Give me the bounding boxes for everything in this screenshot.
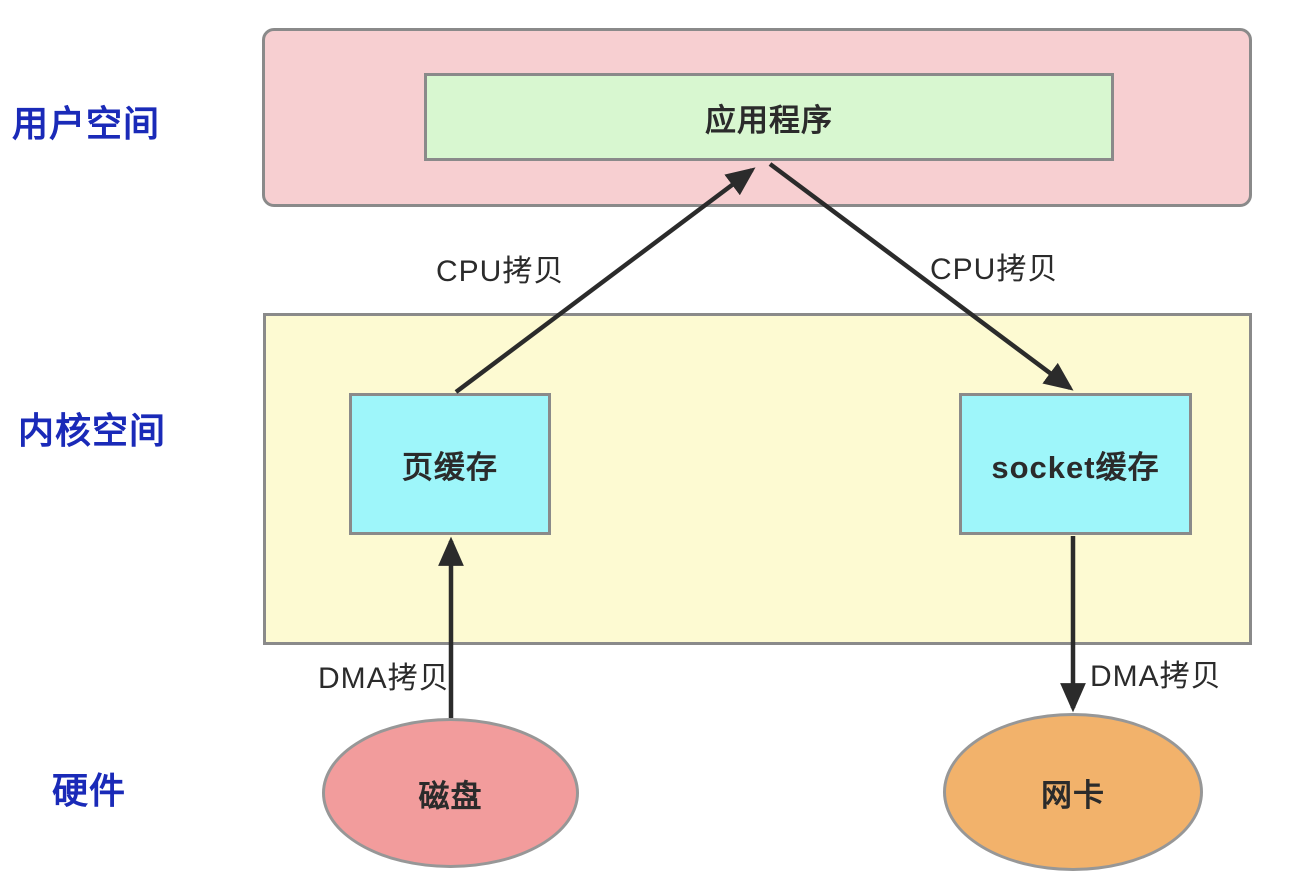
disk-node: 磁盘	[322, 718, 579, 868]
cpu-copy-left-edge-label: CPU拷贝	[436, 255, 565, 288]
nic-node-label: 网卡	[1041, 777, 1105, 813]
hardware-layer-label: 硬件	[52, 770, 127, 811]
socket-cache-node: socket缓存	[959, 393, 1192, 535]
application-node-label: 应用程序	[705, 102, 833, 138]
kernel-space-layer-label: 内核空间	[18, 410, 167, 451]
dma-copy-right-edge-label: DMA拷贝	[1090, 660, 1222, 693]
cpu-copy-right-edge-label: CPU拷贝	[930, 253, 1059, 286]
dma-copy-left-edge-label: DMA拷贝	[318, 662, 450, 695]
nic-node: 网卡	[943, 713, 1203, 871]
application-node: 应用程序	[424, 73, 1114, 161]
socket-cache-node-label: socket缓存	[991, 449, 1160, 485]
page-cache-node-label: 页缓存	[402, 449, 498, 485]
page-cache-node: 页缓存	[349, 393, 551, 535]
disk-node-label: 磁盘	[418, 778, 483, 814]
user-space-layer-label: 用户空间	[12, 103, 161, 144]
